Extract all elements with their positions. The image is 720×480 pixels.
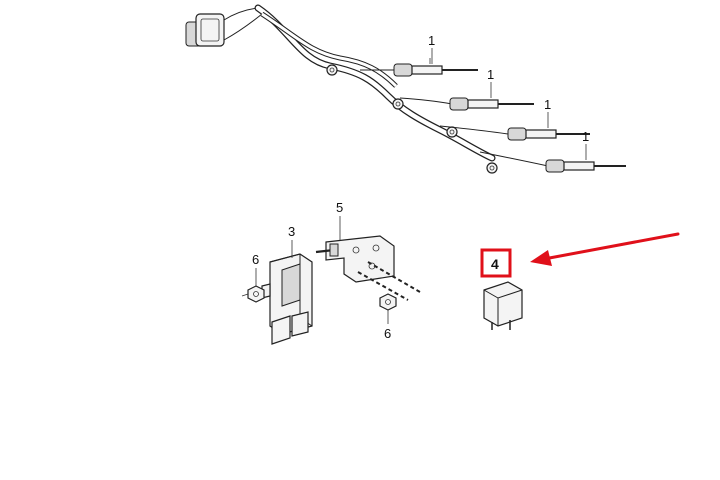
callout-1-a: 1 <box>428 33 435 48</box>
wiring-harness <box>185 4 549 174</box>
highlight-box <box>480 248 512 278</box>
mounting-bracket <box>315 235 395 283</box>
small-relay <box>483 281 523 330</box>
callout-4: 4 <box>491 256 499 272</box>
callout-1-d: 1 <box>582 129 589 144</box>
glow-plug-1 <box>393 58 478 77</box>
nut-right <box>379 293 397 311</box>
relay-module <box>261 253 313 345</box>
callout-6-right: 6 <box>384 326 391 341</box>
harness-clip <box>326 64 498 174</box>
callout-1-b: 1 <box>487 67 494 82</box>
callout-6-left: 6 <box>252 252 259 267</box>
callout-3: 3 <box>288 224 295 239</box>
glow-plug-3 <box>507 127 590 141</box>
callout-5: 5 <box>336 200 343 215</box>
callout-1-c: 1 <box>544 97 551 112</box>
pointer-arrow <box>530 232 680 266</box>
harness-connector <box>185 7 263 47</box>
glow-plug-2 <box>449 97 534 111</box>
glow-plug-4 <box>545 159 626 173</box>
nut-left <box>241 285 265 303</box>
